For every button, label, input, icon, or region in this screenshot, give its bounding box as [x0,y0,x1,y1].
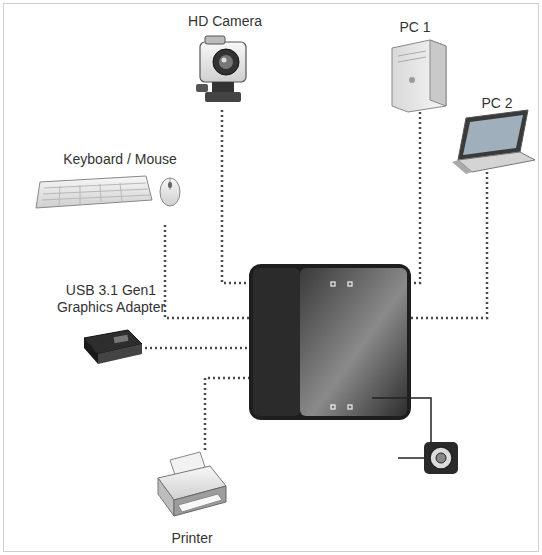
desktop-pc-icon [392,40,446,112]
camera-icon [196,36,246,102]
printer-icon [158,452,226,516]
device-label: USB 3.1 Gen1 Graphics Adapter [50,282,172,316]
usb-switch [249,264,411,420]
keyboard-icon [36,176,152,208]
mouse-icon [160,178,180,206]
device-label: Keyboard / Mouse [50,151,190,168]
device-label: Printer [132,530,252,547]
device-label: HD Camera [165,13,285,30]
laptop-icon [452,110,535,174]
power-adapter [372,398,458,474]
frame [4,4,539,552]
wires [145,110,487,450]
device-label: PC 1 [375,19,455,36]
device-label: PC 2 [457,95,537,112]
graphics-adapter-icon [84,330,142,364]
